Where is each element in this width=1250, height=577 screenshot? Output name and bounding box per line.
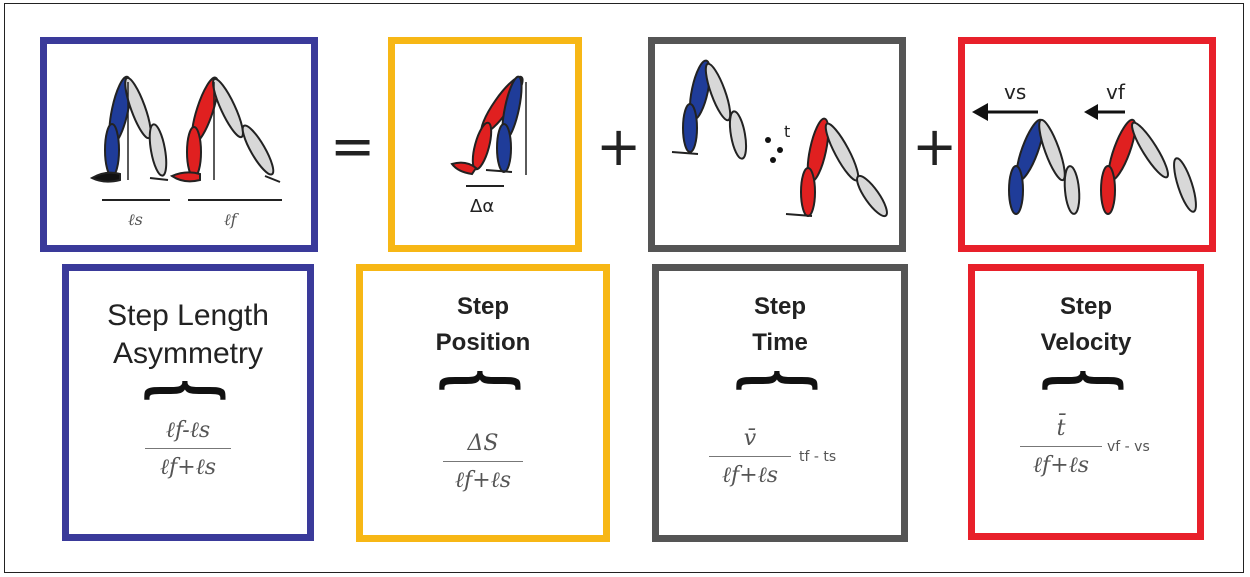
formula-denominator: ℓf+ℓs <box>721 463 779 488</box>
formula-denominator: ℓf+ℓs <box>1032 453 1090 478</box>
t-label: t <box>784 122 791 141</box>
slow-leg-pair <box>89 75 170 201</box>
formula-side-term: vf - vs <box>1107 439 1150 455</box>
lf-label: ℓf <box>224 210 237 229</box>
formula-numerator: t̄ <box>1056 416 1066 441</box>
step-position-legs <box>450 75 527 187</box>
formula-denominator: ℓf+ℓs <box>159 455 217 480</box>
delta-alpha-label: Δα <box>470 196 495 217</box>
formula: v̄ ℓf+ℓs <box>599 426 901 488</box>
fast-leg-pair <box>169 76 282 201</box>
step-length-asymmetry-card: Step Length Asymmetry { ℓf-ℓs ℓf+ℓs <box>62 264 314 541</box>
step-position-diagram-box <box>388 37 582 252</box>
step-velocity-diagram-box <box>958 37 1216 252</box>
plus-sign: + <box>596 115 642 178</box>
formula-numerator: ℓf-ℓs <box>165 418 211 443</box>
step-length-diagram-box <box>40 37 318 252</box>
card-title: Step Time <box>752 293 808 356</box>
vf-label: vf <box>1106 80 1125 104</box>
formula-denominator: ℓf+ℓs <box>454 468 512 493</box>
card-title: Step Length Asymmetry <box>107 299 269 370</box>
formula-numerator: ΔS <box>467 431 499 456</box>
formula-numerator: v̄ <box>743 426 757 451</box>
step-position-card: Step Position { ΔS ℓf+ℓs <box>356 264 610 542</box>
card-title: Step Position <box>435 293 531 356</box>
formula-side-term: tf - ts <box>799 449 837 465</box>
formula: ℓf-ℓs ℓf+ℓs <box>69 417 307 480</box>
card-title: Step Velocity <box>1040 293 1132 356</box>
step-velocity-card: Step Velocity { t̄ ℓf+ℓs vf - vs <box>968 264 1204 540</box>
plus-sign: + <box>912 115 958 178</box>
figure-frame <box>4 3 1244 573</box>
step-time-legs <box>671 59 888 218</box>
vs-label: vs <box>1004 80 1027 104</box>
step-velocity-legs <box>972 103 1197 215</box>
formula: t̄ ℓf+ℓs <box>925 416 1197 478</box>
equals-sign: = <box>330 115 376 178</box>
formula: ΔS ℓf+ℓs <box>363 431 603 493</box>
step-time-card: Step Time { v̄ ℓf+ℓs tf - ts <box>652 264 908 542</box>
ls-label: ℓs <box>128 210 143 229</box>
step-time-diagram-box <box>648 37 906 252</box>
